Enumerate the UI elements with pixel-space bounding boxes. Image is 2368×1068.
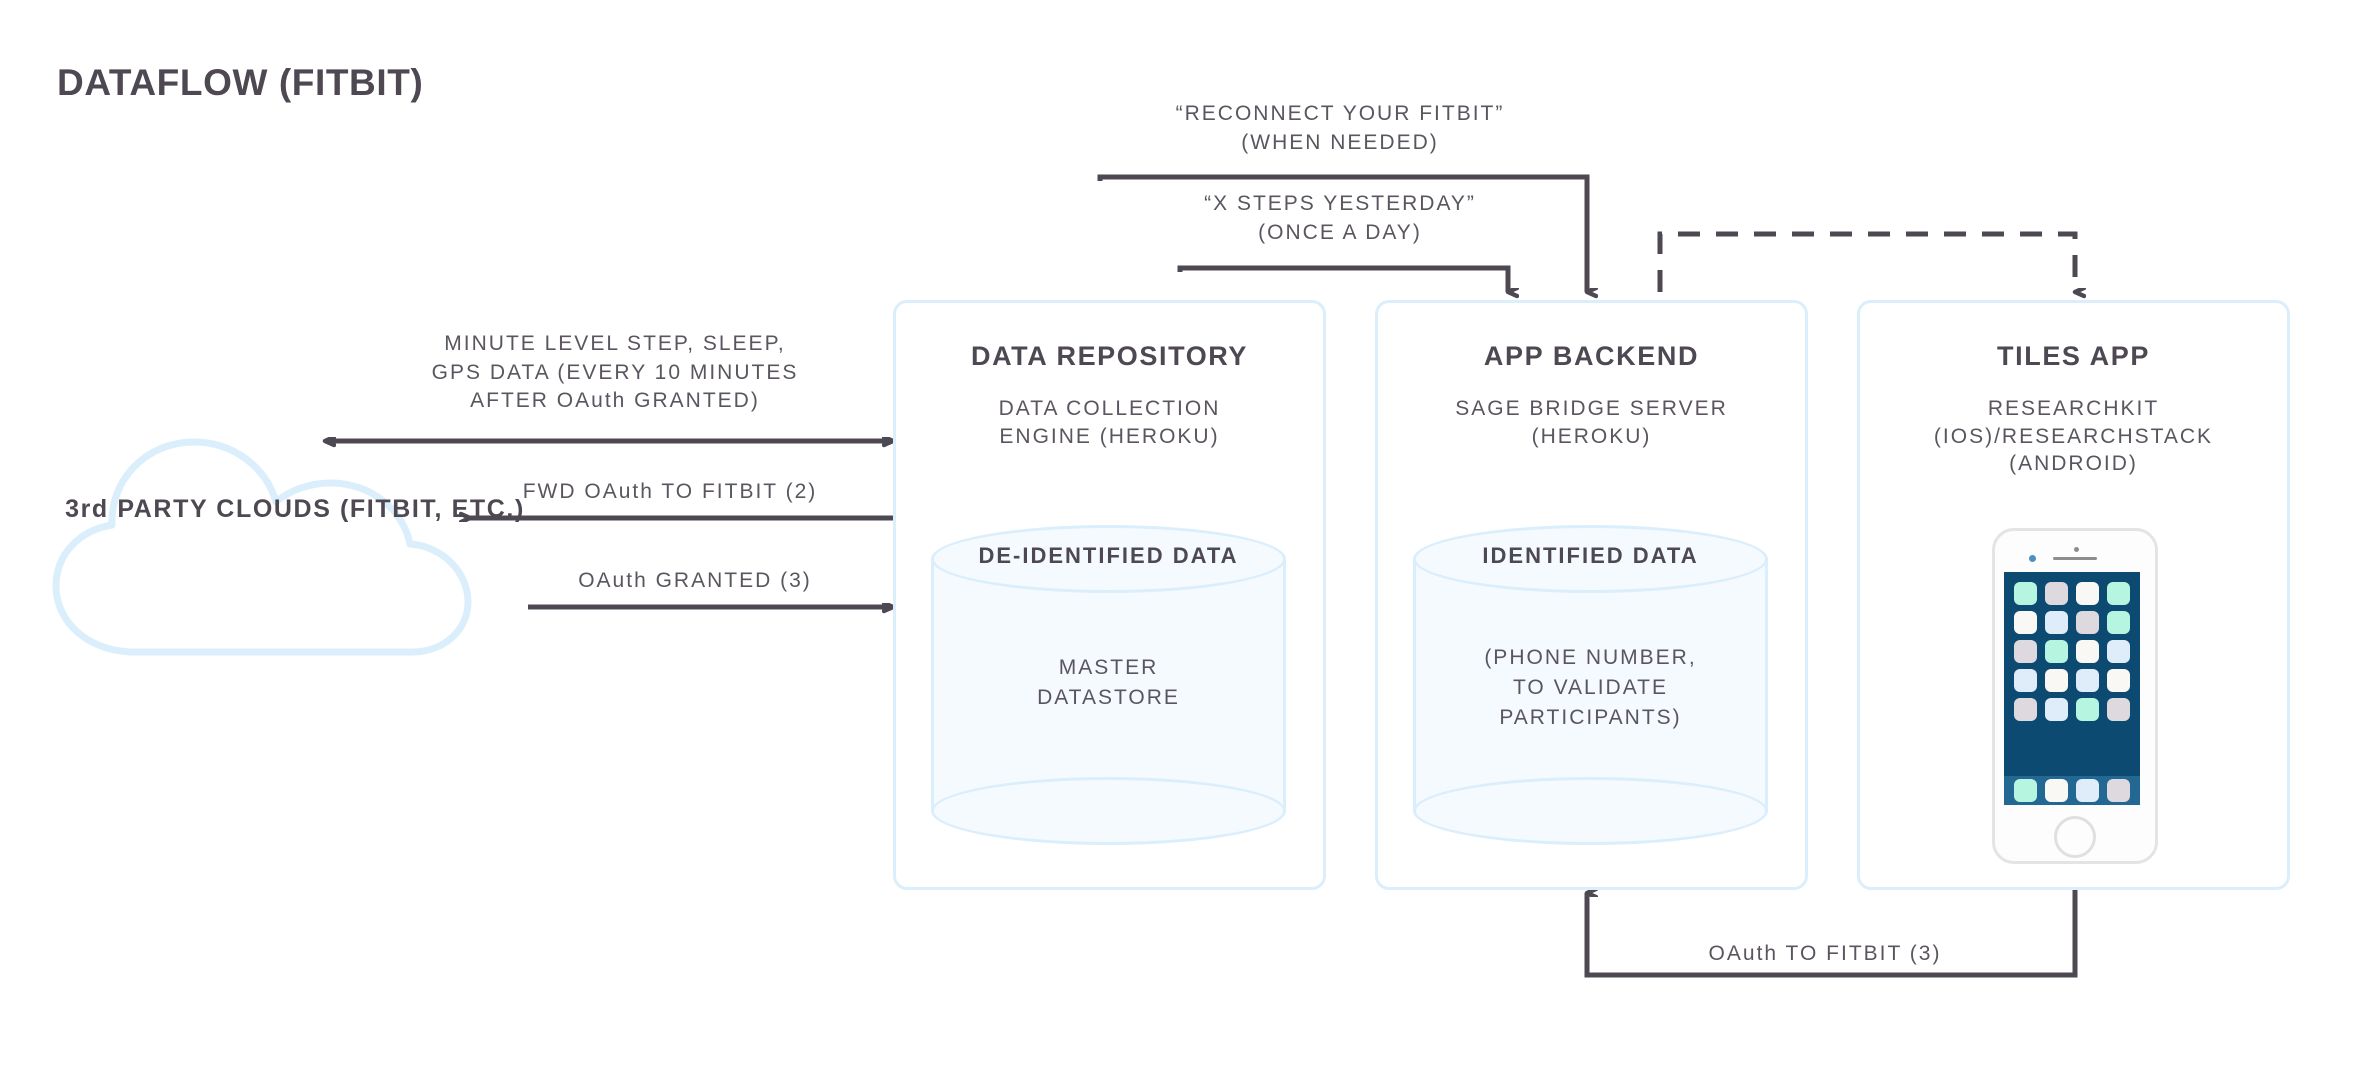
panel-data-repository-title: DATA REPOSITORY <box>970 341 1249 371</box>
earpiece-speaker-icon <box>2053 557 2097 560</box>
app-tile-icon[interactable] <box>2045 698 2068 721</box>
app-tile-icon[interactable] <box>2076 669 2099 692</box>
edge-oauth-to-fitbit-bottom <box>1584 885 2078 978</box>
master-datastore-cylinder: DE-IDENTIFIED DATA MASTER DATASTORE <box>931 525 1286 845</box>
de-identified-data-label: DE-IDENTIFIED DATA <box>978 543 1239 568</box>
app-tile-row <box>2004 637 2140 666</box>
panel-data-repository[interactable]: DATA REPOSITORY DATA COLLECTION ENGINE (… <box>893 300 1326 890</box>
panel-app-backend-subtitle: SAGE BRIDGE SERVER (HEROKU) <box>1455 397 1728 448</box>
panel-tiles-app-title: TILES APP <box>1997 341 2150 371</box>
app-tile-icon[interactable] <box>2045 611 2068 634</box>
dock-tile-icon[interactable] <box>2045 779 2068 802</box>
front-camera-icon <box>2029 555 2036 562</box>
edge-label-fwd-oauth-to-fitbit: FWD OAuth TO FITBIT (2) <box>522 480 818 503</box>
app-tile-row <box>2004 666 2140 695</box>
panel-app-backend[interactable]: APP BACKEND SAGE BRIDGE SERVER (HEROKU) … <box>1375 300 1808 890</box>
dock-tile-icon[interactable] <box>2014 779 2037 802</box>
edge-label-oauth-granted: OAuth GRANTED (3) <box>578 569 812 592</box>
dock-tile-icon[interactable] <box>2107 779 2130 802</box>
panel-tiles-app-subtitle: RESEARCHKIT (IOS)/RESEARCHSTACK (ANDROID… <box>1933 397 2214 476</box>
app-tile-icon[interactable] <box>2014 640 2037 663</box>
cylinder-body <box>1413 559 1768 811</box>
app-tile-icon[interactable] <box>2014 582 2037 605</box>
cylinder-body <box>931 559 1286 811</box>
app-tile-icon[interactable] <box>2014 698 2037 721</box>
app-tile-icon[interactable] <box>2076 640 2099 663</box>
app-tile-icon[interactable] <box>2076 582 2099 605</box>
app-tile-icon[interactable] <box>2107 640 2130 663</box>
phone-screen <box>2004 572 2140 805</box>
master-datastore-text: MASTER DATASTORE <box>1037 656 1180 709</box>
cylinder-top <box>931 525 1286 593</box>
cloud-label: 3rd PARTY CLOUDS (FITBIT, ETC.) <box>65 495 525 523</box>
edge-label-x-steps-yesterday: “X STEPS YESTERDAY” (ONCE A DAY) <box>1204 192 1476 244</box>
home-button-icon[interactable] <box>2054 816 2096 858</box>
app-tile-icon[interactable] <box>2045 640 2068 663</box>
app-tile-row <box>2004 695 2140 724</box>
identified-data-label: IDENTIFIED DATA <box>1482 543 1699 568</box>
app-tile-row <box>2004 608 2140 637</box>
dock-tile-icon[interactable] <box>2076 779 2099 802</box>
cylinder-bottom <box>1413 777 1768 845</box>
app-tile-icon[interactable] <box>2014 611 2037 634</box>
app-tile-icon[interactable] <box>2107 582 2130 605</box>
app-tile-row <box>2004 579 2140 608</box>
app-tile-icon[interactable] <box>2045 669 2068 692</box>
edge-x-steps-yesterday <box>1177 265 1508 292</box>
cylinder-top <box>1413 525 1768 593</box>
edge-label-reconnect-fitbit: “RECONNECT YOUR FITBIT” (WHEN NEEDED) <box>1175 102 1505 154</box>
app-tile-icon[interactable] <box>2076 611 2099 634</box>
identified-data-cylinder: IDENTIFIED DATA (PHONE NUMBER, TO VALIDA… <box>1413 525 1768 845</box>
cylinder-bottom <box>931 777 1286 845</box>
edge-app-backend-to-tiles <box>1657 231 2075 292</box>
phone-mockup <box>1992 528 2158 864</box>
edge-reconnect-fitbit <box>1097 174 1587 292</box>
page-title: DATAFLOW (FITBIT) <box>57 62 424 103</box>
cloud-icon <box>52 438 472 656</box>
edge-label-minute-level-data: MINUTE LEVEL STEP, SLEEP, GPS DATA (EVER… <box>431 332 799 413</box>
app-tile-icon[interactable] <box>2045 582 2068 605</box>
edge-label-oauth-to-fitbit-bottom: OAuth TO FITBIT (3) <box>1708 942 1942 965</box>
panel-data-repository-subtitle: DATA COLLECTION ENGINE (HEROKU) <box>998 397 1221 448</box>
panel-app-backend-title: APP BACKEND <box>1483 341 1700 371</box>
app-tile-icon[interactable] <box>2107 669 2130 692</box>
sensor-dot-icon <box>2074 547 2079 552</box>
app-tile-icon[interactable] <box>2014 669 2037 692</box>
app-tile-icon[interactable] <box>2107 611 2130 634</box>
app-tile-icon[interactable] <box>2107 698 2130 721</box>
third-party-clouds-node: 3rd PARTY CLOUDS (FITBIT, ETC.) <box>40 420 550 660</box>
identified-data-text: (PHONE NUMBER, TO VALIDATE PARTICIPANTS) <box>1484 646 1697 729</box>
app-dock <box>2004 776 2140 805</box>
app-tile-icon[interactable] <box>2076 698 2099 721</box>
